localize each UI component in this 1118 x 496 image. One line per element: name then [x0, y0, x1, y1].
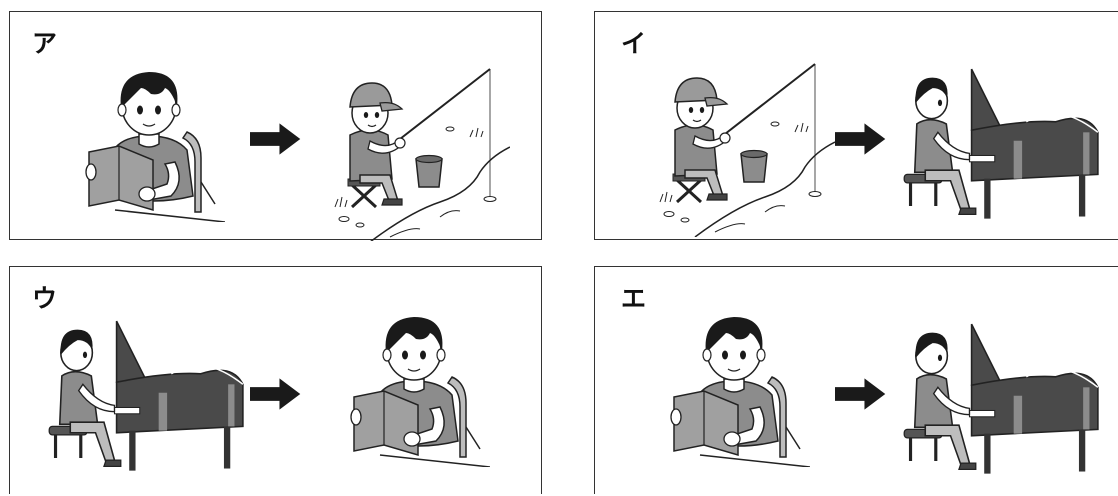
reading-boy-illustration	[351, 317, 490, 467]
piano-boy-illustration	[904, 324, 1098, 473]
arrow-icon	[250, 378, 300, 409]
scene	[595, 267, 1118, 496]
piano-boy-illustration	[904, 69, 1098, 218]
panel-u: ウ	[9, 266, 542, 494]
scene	[595, 12, 1118, 241]
reading-boy-illustration	[671, 317, 810, 467]
scene	[10, 267, 543, 496]
arrow-icon	[250, 123, 300, 154]
piano-boy-illustration	[49, 321, 243, 470]
scene	[10, 12, 543, 241]
arrow-icon	[835, 123, 885, 154]
panel-e: エ	[594, 266, 1118, 494]
panel-a: ア	[9, 11, 542, 240]
fishing-boy-illustration	[335, 69, 510, 241]
reading-boy-illustration	[86, 72, 225, 222]
fishing-boy-illustration	[660, 64, 835, 237]
arrow-icon	[835, 378, 885, 409]
panel-i: イ	[594, 11, 1118, 240]
